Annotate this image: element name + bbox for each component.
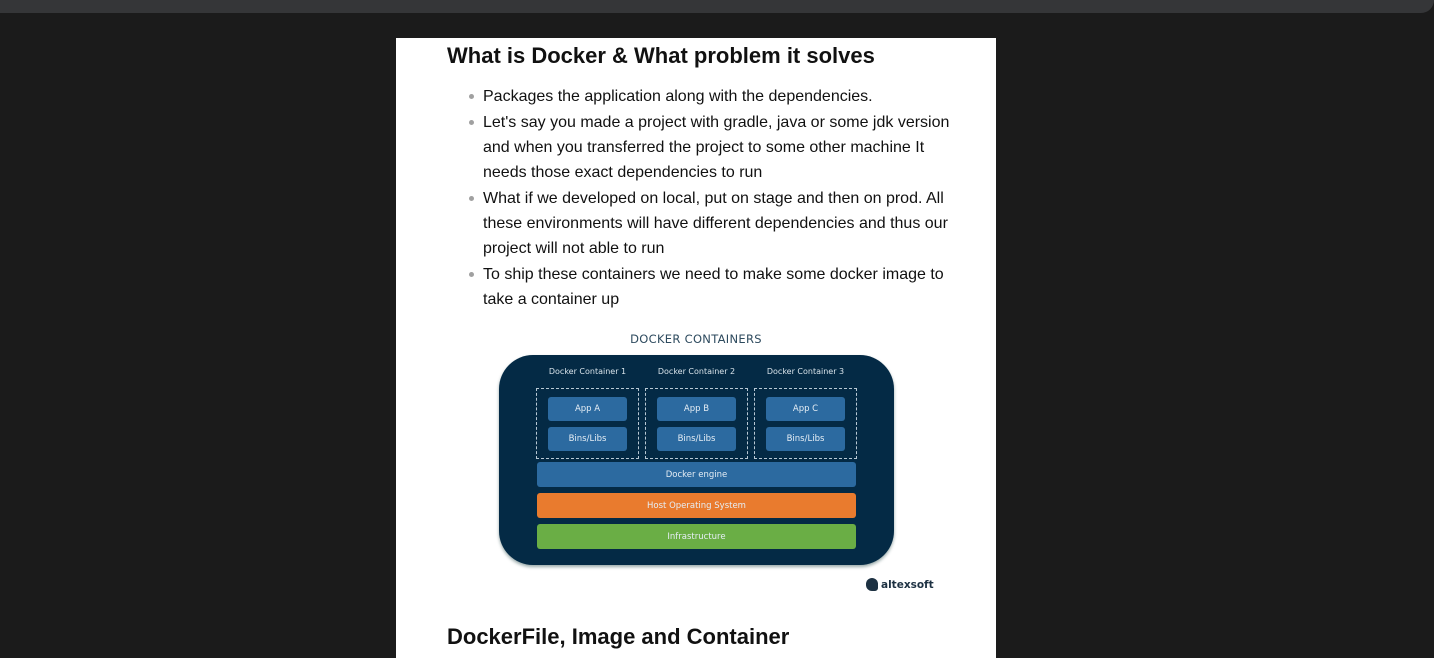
docker-engine-block: Docker engine (537, 462, 856, 487)
container-box (536, 388, 639, 459)
diagram-frame: Docker Container 1 Docker Container 2 Do… (499, 355, 894, 565)
host-os-block: Host Operating System (537, 493, 856, 518)
container-label: Docker Container 2 (657, 367, 736, 376)
docker-containers-diagram: DOCKER CONTAINERS Docker Container 1 Doc… (396, 38, 996, 658)
altexsoft-logo-icon (866, 578, 878, 591)
document-page: What is Docker & What problem it solves … (396, 38, 996, 658)
list-item: Packages the application along with the … (469, 84, 953, 109)
libs-block: Bins/Libs (548, 427, 627, 451)
diagram-title: DOCKER CONTAINERS (630, 332, 762, 346)
infrastructure-block: Infrastructure (537, 524, 856, 549)
container-label: Docker Container 3 (766, 367, 845, 376)
list-item: Let's say you made a project with gradle… (469, 110, 953, 185)
app-block: App B (657, 397, 736, 421)
list-item: To ship these containers we need to make… (469, 262, 953, 312)
bullet-list: Packages the application along with the … (469, 84, 953, 313)
section-heading: What is Docker & What problem it solves (447, 43, 875, 68)
libs-block: Bins/Libs (657, 427, 736, 451)
section-heading: DockerFile, Image and Container (447, 624, 790, 649)
browser-top-bar (0, 0, 1434, 13)
app-block: App A (548, 397, 627, 421)
logo-text: altexsoft (881, 578, 934, 591)
container-box (645, 388, 748, 459)
app-block: App C (766, 397, 845, 421)
container-label: Docker Container 1 (548, 367, 627, 376)
container-box (754, 388, 857, 459)
libs-block: Bins/Libs (766, 427, 845, 451)
list-item: What if we developed on local, put on st… (469, 186, 953, 261)
altexsoft-logo: altexsoft (866, 578, 934, 591)
